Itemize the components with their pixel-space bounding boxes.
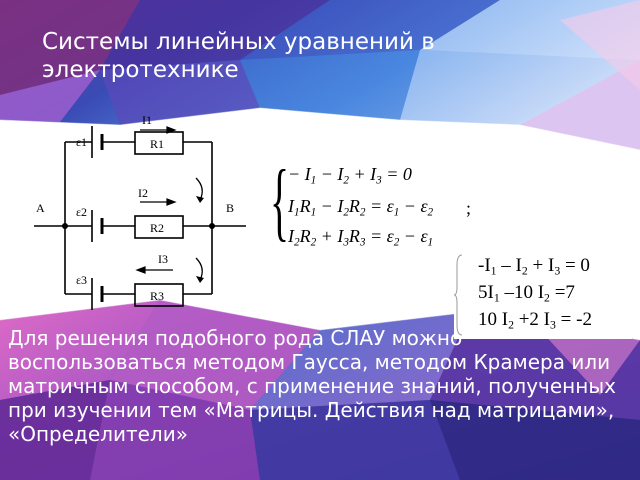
numeric-equation-1: -I1 – I2 + I3 = 0: [478, 255, 590, 278]
circuit-diagram: I1 I2 I3 ε1 ε2 ε3 R1 R2 R3 A B: [34, 113, 246, 310]
symbolic-equation-system: { − I1 − I2 + I3 = 0 I1R1 − I2R2 = ε1 − …: [270, 156, 475, 252]
equation-3: I2R2 + I3R3 = ε2 − ε1: [288, 226, 434, 249]
current-label-2: I2: [138, 186, 148, 200]
current-label-3: I3: [158, 252, 168, 266]
node-dot-b: [209, 223, 215, 229]
system-brace-icon: {: [270, 153, 290, 250]
current-label-1: I1: [142, 113, 152, 127]
system-brace-icon: [454, 254, 463, 336]
numeric-equation-2: 5I1 –10 I2 =7: [478, 282, 575, 305]
resistor-label-3: R3: [150, 289, 164, 303]
equation-semicolon: ;: [466, 198, 472, 218]
equation-1: − I1 − I2 + I3 = 0: [288, 164, 412, 187]
numeric-equation-3: 10 I2 +2 I3 = -2: [478, 309, 592, 332]
body-text: Для решения подобного рода СЛАУ можно во…: [8, 326, 616, 446]
node-label-a: A: [36, 201, 45, 215]
slide-title: Системы линейных уравнений в электротехн…: [42, 29, 435, 83]
resistor-label-2: R2: [150, 221, 164, 235]
equation-2: I1R1 − I2R2 = ε1 − ε2: [288, 196, 434, 219]
resistor-label-1: R1: [150, 137, 164, 151]
emf-label-1: ε1: [76, 135, 87, 149]
emf-label-2: ε2: [76, 205, 87, 219]
node-label-b: B: [226, 201, 234, 215]
node-dot-a: [62, 223, 68, 229]
emf-label-3: ε3: [76, 273, 87, 287]
numeric-equation-system: -I1 – I2 + I3 = 0 5I1 –10 I2 =7 10 I2 +2…: [454, 253, 632, 339]
